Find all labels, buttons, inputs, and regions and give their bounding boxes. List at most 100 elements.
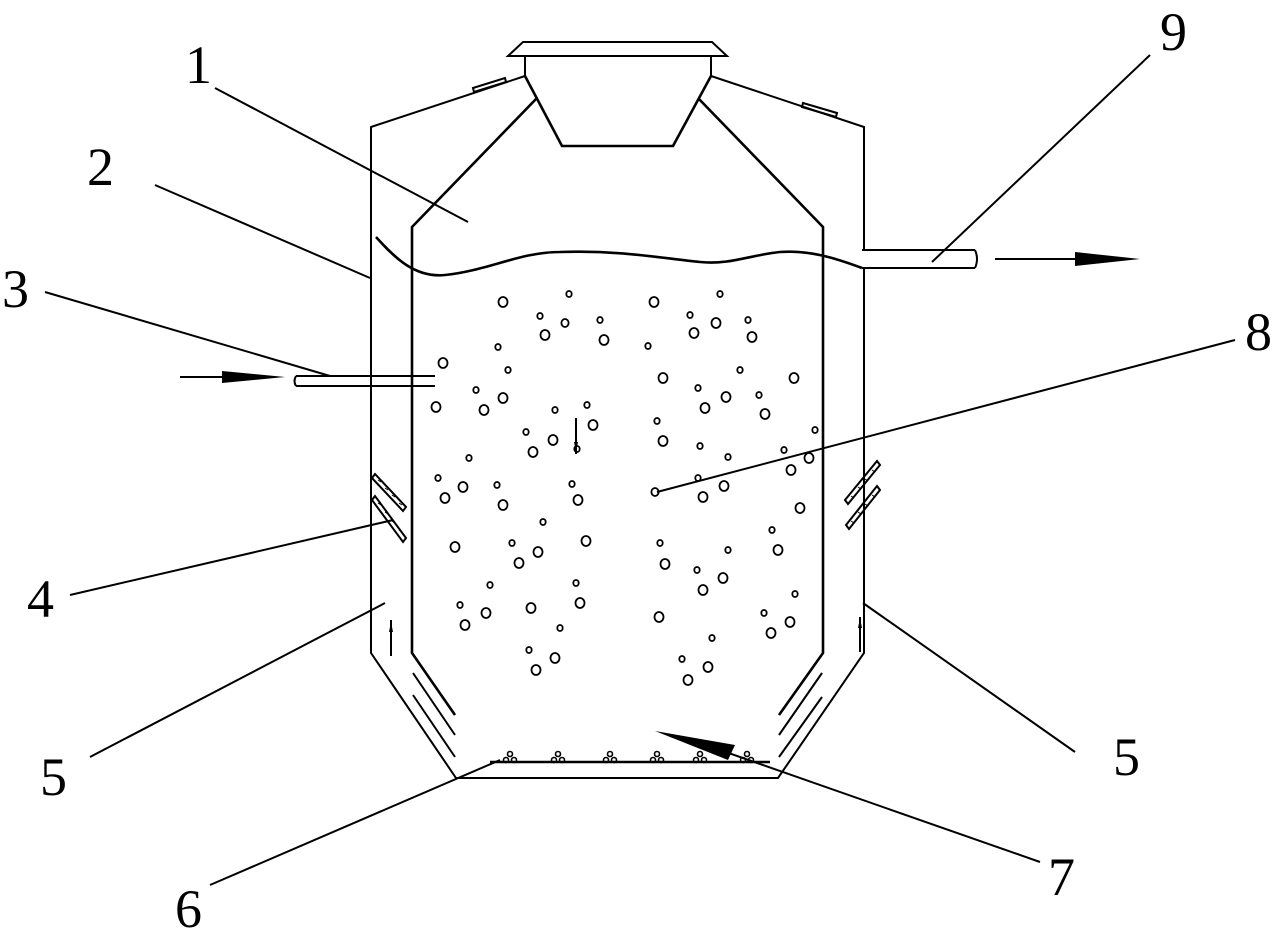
label-5-right: 5 <box>1113 727 1140 787</box>
feed-hopper <box>505 41 730 148</box>
air-bubble <box>550 756 558 764</box>
label-2: 2 <box>87 137 114 197</box>
particle <box>525 646 533 654</box>
particle <box>708 634 716 642</box>
granular-particles <box>430 290 819 686</box>
particle <box>583 401 591 409</box>
particle <box>785 464 797 476</box>
particle <box>811 426 819 434</box>
particle <box>598 334 610 346</box>
inflow-arrow-icon <box>222 371 285 383</box>
particle <box>596 316 604 324</box>
particle <box>653 611 665 623</box>
particle <box>439 492 451 504</box>
particle <box>430 401 442 413</box>
particle <box>716 290 724 298</box>
particle <box>759 408 771 420</box>
particle <box>574 597 586 609</box>
particle <box>772 544 784 556</box>
top-plate-right <box>800 101 839 119</box>
particle <box>791 590 799 598</box>
particle <box>657 435 669 447</box>
particle <box>697 584 709 596</box>
particle <box>710 317 722 329</box>
particle <box>788 372 800 384</box>
particle <box>682 674 694 686</box>
particle <box>744 316 752 324</box>
air-bubble <box>506 750 514 758</box>
air-bubble <box>649 756 657 764</box>
particle <box>497 296 509 308</box>
particle <box>803 452 815 464</box>
particle <box>746 331 758 343</box>
particle <box>573 445 581 453</box>
inlet-pipe <box>180 371 435 387</box>
particle <box>780 446 788 454</box>
particle <box>768 526 776 534</box>
label-8: 8 <box>1245 302 1272 362</box>
particle <box>494 343 502 351</box>
particle <box>657 372 669 384</box>
particle <box>525 602 537 614</box>
outlet-pipe <box>862 249 1140 269</box>
particle <box>568 480 576 488</box>
air-bubble <box>657 756 665 764</box>
particle <box>532 546 544 558</box>
label-5-left: 5 <box>40 747 67 807</box>
label-4: 4 <box>27 569 54 629</box>
particle <box>457 481 469 493</box>
particle <box>437 357 449 369</box>
particle <box>565 290 573 298</box>
particle <box>699 402 711 414</box>
particle <box>513 557 525 569</box>
particle <box>653 417 661 425</box>
inner-draft-tube <box>410 97 825 758</box>
particle <box>497 499 509 511</box>
particle <box>644 342 652 350</box>
arrow-7-head-icon <box>655 731 735 760</box>
air-bubble <box>743 750 751 758</box>
outflow-arrow-icon <box>1075 252 1140 266</box>
air-bubble <box>554 750 562 758</box>
particle <box>648 296 660 308</box>
particle <box>560 318 570 328</box>
particle <box>527 446 539 458</box>
particle <box>480 607 492 619</box>
particle <box>539 329 551 341</box>
particle <box>504 366 512 374</box>
air-bubble <box>606 750 614 758</box>
particle <box>434 474 442 482</box>
particle <box>456 601 464 609</box>
particle <box>794 502 806 514</box>
air-bubble <box>510 756 518 764</box>
air-bubble <box>696 750 704 758</box>
label-1: 1 <box>185 35 212 95</box>
particle <box>539 518 547 526</box>
baffle-hatching <box>377 469 876 533</box>
particle <box>688 327 700 339</box>
particle <box>659 558 671 570</box>
particle <box>697 491 709 503</box>
particle <box>449 541 461 553</box>
label-7: 7 <box>1048 847 1075 907</box>
outer-shell <box>370 75 865 779</box>
particle <box>556 624 564 632</box>
particle <box>693 566 701 574</box>
particle <box>486 581 494 589</box>
label-6: 6 <box>175 879 202 939</box>
baffles <box>370 459 882 544</box>
particle <box>696 442 704 450</box>
particle <box>720 391 732 403</box>
particle <box>530 664 542 676</box>
air-bubble <box>610 756 618 764</box>
particle <box>580 535 592 547</box>
particle <box>760 609 768 617</box>
particle <box>784 616 796 628</box>
particle <box>497 392 509 404</box>
particle <box>522 428 530 436</box>
particle <box>686 311 694 319</box>
particle <box>508 539 516 547</box>
air-bubble <box>602 756 610 764</box>
